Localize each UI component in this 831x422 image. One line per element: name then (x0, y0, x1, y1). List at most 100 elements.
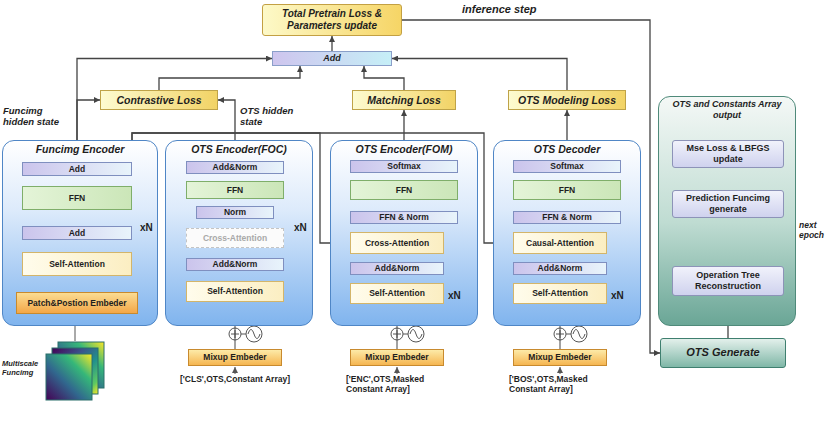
multiscale-images (46, 342, 104, 400)
node-text: Add&Norm (538, 263, 583, 273)
node-text: OTS Decoder (534, 143, 601, 156)
loss-box: OTS Modeling Loss (508, 90, 626, 110)
add-box: Add (272, 51, 392, 66)
process-box: OTS Generate (660, 338, 786, 368)
node-text: Funcimg Encoder (36, 143, 125, 156)
node-text: Self-Attention (369, 288, 425, 298)
node-text: Add&Norm (213, 259, 258, 269)
node-text: Self-Attention (207, 286, 263, 296)
repeat-count: xN (611, 290, 627, 302)
loss-box: Contrastive Loss (100, 90, 218, 110)
connector (77, 59, 272, 141)
node-text: Cross-Attention (203, 233, 267, 243)
attention-block: Self-Attention (350, 283, 444, 304)
norm-block: Add&Norm (186, 258, 284, 271)
node-text: Causal-Attention (526, 238, 594, 248)
ffn-block: FFN (22, 186, 132, 210)
connector (392, 59, 567, 91)
node-text: FFN (396, 185, 413, 195)
node-text: Self-Attention (532, 288, 588, 298)
ffn-block: FFN (186, 181, 284, 199)
ffn-block: FFN (513, 180, 621, 200)
loss-box: Matching Loss (352, 90, 456, 110)
node-text: FFN (227, 185, 244, 195)
node-text: OTS Generate (686, 346, 759, 359)
connector (364, 66, 404, 90)
embedder-block: Mixup Embeder (188, 349, 282, 366)
input-arrow (235, 367, 236, 374)
add-block: Add (22, 162, 132, 176)
connector (159, 66, 300, 90)
norm-block: FFN & Norm (350, 211, 458, 224)
node-text: OTS Modeling Loss (518, 94, 616, 107)
sine-symbol (408, 326, 424, 342)
connector (403, 110, 404, 140)
node-text: Total Pretrain Loss & Parameters update (267, 8, 397, 32)
node-text: FFN & Norm (542, 212, 592, 222)
edge-label: inference step (462, 3, 537, 16)
node-text: Add (69, 228, 86, 238)
node-text: FFN & Norm (379, 212, 429, 222)
symbol-link (241, 334, 246, 335)
connector (566, 110, 567, 140)
attention-block: Cross-Attention (350, 232, 444, 254)
node-text: Contrastive Loss (116, 94, 201, 107)
hidden-state-label: OTS hidden state (240, 106, 308, 128)
loss-total-box: Total Pretrain Loss & Parameters update (262, 4, 402, 36)
connector (218, 100, 235, 140)
funcimg-image (46, 354, 92, 400)
symbol-link (403, 334, 408, 335)
input-sequence: ['ENC',OTS,Masked Constant Array] (346, 375, 462, 395)
process-box: Operation Tree Reconstruction (672, 266, 784, 296)
norm-block: Add&Norm (513, 262, 607, 275)
node-text: Prediction Funcimg generate (677, 193, 779, 215)
connector (331, 36, 332, 51)
attention-block: Self-Attention (186, 281, 284, 302)
embedder-block: Patch&Postion Embeder (16, 292, 138, 314)
ffn-block: FFN (350, 180, 458, 200)
node-text: OTS and Constants Array output (663, 99, 791, 121)
position-symbols (229, 326, 587, 342)
sine-symbol (573, 330, 585, 339)
node-text: Mixup Embeder (365, 352, 428, 362)
input-arrow (560, 367, 561, 374)
sine-symbol (248, 330, 260, 339)
node-text: Cross-Attention (365, 238, 429, 248)
connector (77, 100, 100, 140)
node-text: Patch&Postion Embeder (27, 298, 126, 308)
attention-block: Causal-Attention (513, 232, 607, 254)
sine-symbol (246, 326, 262, 342)
norm-block: Add&Norm (186, 161, 284, 174)
input-arrow (397, 367, 398, 374)
attention-block: Self-Attention (22, 252, 132, 276)
node-text: Norm (224, 207, 246, 217)
softmax-block: Softmax (513, 160, 621, 173)
norm-block: Add&Norm (350, 262, 444, 275)
process-box: Mse Loss & LBFGS update (672, 140, 784, 168)
node-text: Mixup Embeder (203, 352, 266, 362)
node-text: Add (69, 164, 86, 174)
process-box: Prediction Funcimg generate (672, 190, 784, 218)
hidden-state-label: Funcimg hidden state (3, 106, 67, 128)
node-text: Softmax (387, 161, 421, 171)
norm-block: Norm (196, 206, 274, 219)
sine-symbol (571, 326, 587, 342)
input-sequence: ['BOS',OTS,Masked Constant Array] (509, 375, 625, 395)
add-block: Add (22, 226, 132, 240)
node-text: Add&Norm (375, 263, 420, 273)
node-text: Mixup Embeder (528, 352, 591, 362)
input-sequence: ['CLS',OTS,Constant Array] (165, 375, 305, 385)
node-text: Softmax (550, 161, 584, 171)
encoder-panel: Funcimg EncoderAddFFNAddSelf-AttentionPa… (2, 140, 158, 326)
node-text: Self-Attention (49, 259, 105, 269)
edge-label: next epoch (799, 221, 829, 241)
sine-symbol (410, 330, 422, 339)
inference-panel: OTS and Constants Array outputMse Loss &… (658, 96, 796, 326)
node-text: Operation Tree Reconstruction (677, 270, 779, 292)
node-text: FFN (559, 185, 576, 195)
node-text: OTS Encoder(FOM) (356, 143, 453, 156)
embedder-block: Mixup Embeder (350, 349, 444, 366)
